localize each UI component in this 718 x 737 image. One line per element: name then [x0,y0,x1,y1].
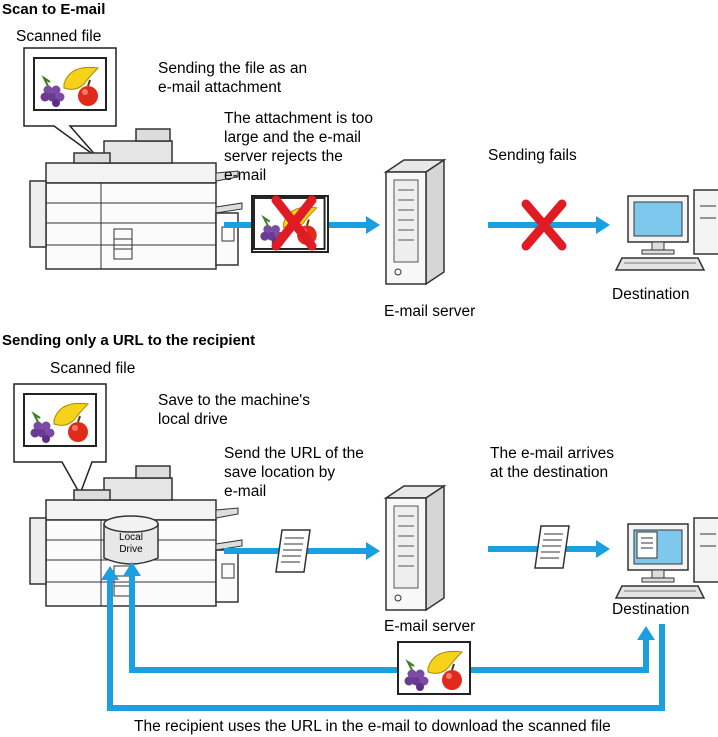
rejected-attachment [251,195,329,253]
scanned-file-callout [23,47,117,159]
desktop-computer-icon [615,517,718,599]
step-send-url: Send the URL of the save location by e-m… [224,445,364,500]
section-heading-scan-to-email: Scan to E-mail [2,1,106,18]
document-icon [534,525,570,569]
server-label: E-mail server [384,303,476,320]
destination-label: Destination [612,601,690,618]
multifunction-printer-icon [29,128,243,270]
reject-x-icon [521,199,567,251]
step-reject: The attachment is too large and the e-ma… [224,110,374,184]
scanned-file-label: Scanned file [16,28,102,45]
email-server-icon [385,485,445,611]
scanned-file-callout [13,383,107,496]
reject-x-icon [271,195,317,251]
server-label: E-mail server [384,618,476,635]
local-drive-label: Local Drive [119,532,143,555]
step-fail: Sending fails [488,147,577,164]
step-save: Save to the machine's local drive [158,392,311,428]
step-arrives: The e-mail arrives at the destination [490,445,615,481]
fruit-image-icon [23,393,97,447]
desktop-computer-icon [615,189,718,271]
fruit-image-icon [33,57,107,111]
footer-note: The recipient uses the URL in the e-mail… [134,718,611,735]
scanned-file-label: Scanned file [50,360,136,377]
local-drive-icon [103,515,159,565]
destination-label: Destination [612,286,690,303]
section-heading-send-url: Sending only a URL to the recipient [2,332,256,349]
document-icon [275,529,311,573]
step-send-attachment: Sending the file as an e-mail attachment [158,60,308,96]
document-icon [636,531,658,559]
email-server-icon [385,159,445,285]
download-path [101,562,665,711]
fruit-image-icon [397,641,471,695]
